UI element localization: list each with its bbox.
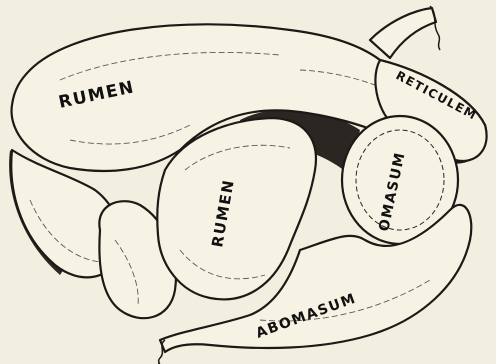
esophagus (370, 8, 436, 58)
